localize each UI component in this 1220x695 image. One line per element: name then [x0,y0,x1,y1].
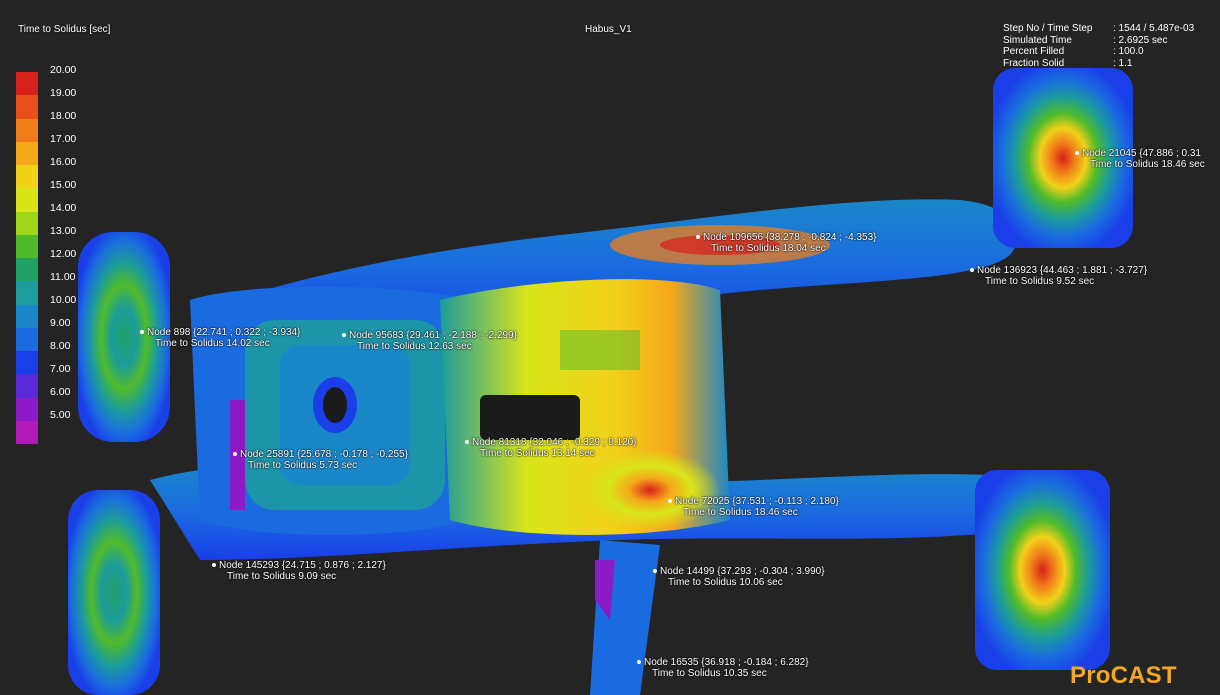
legend-label: 15.00 [50,179,77,191]
node-probe-145293[interactable]: Node 145293 {24.715 ; 0.876 ; 2.127} Tim… [212,560,386,582]
legend-label: 16.00 [50,156,77,168]
legend-swatch [16,95,38,119]
legend-swatch [16,420,38,445]
node-probe-136923[interactable]: Node 136923 {44.463 ; 1.881 ; -3.727} Ti… [970,265,1148,287]
probe-dot-icon [653,569,657,573]
node-probe-16535[interactable]: Node 16535 {36.918 ; -0.184 ; 6.282} Tim… [637,657,809,679]
procast-logo: ProCAST [1070,662,1177,689]
legend-swatch [16,258,38,282]
node-id: Node 16535 {36.918 ; -0.184 ; 6.282} [644,657,809,668]
simulation-info-panel: Step No / Time Step : 1544 / 5.487e-03 S… [1003,23,1194,69]
node-time: Time to Solidus 10.06 sec [668,577,783,588]
node-probe-14499[interactable]: Node 14499 {37.293 ; -0.304 ; 3.990} Tim… [653,566,825,588]
probe-dot-icon [342,333,346,337]
node-time: Time to Solidus 14.02 sec [155,338,270,349]
legend-label: 20.00 [50,64,77,76]
legend-label: 5.00 [50,409,71,421]
node-time: Time to Solidus 10.35 sec [652,668,767,679]
probe-dot-icon [1075,151,1079,155]
legend-label: 6.00 [50,386,71,398]
legend-label: 8.00 [50,340,71,352]
node-time: Time to Solidus 9.52 sec [985,276,1095,287]
legend-swatch [16,118,38,142]
node-probe-81318[interactable]: Node 81318 {32.046 ; -0.329 ; 0.120} Tim… [465,437,637,459]
node-probe-25891[interactable]: Node 25891 {25.678 ; -0.178 ; -0.255} Ti… [233,449,408,471]
probe-dot-icon [233,452,237,456]
legend-swatch [16,374,38,398]
node-id: Node 145293 {24.715 ; 0.876 ; 2.127} [219,560,386,571]
legend-swatch [16,211,38,235]
legend-label: 12.00 [50,248,77,260]
legend-label: 10.00 [50,294,77,306]
legend-label: 9.00 [50,317,71,329]
legend-swatch [16,141,38,166]
info-key: Simulated Time [1003,34,1072,46]
node-time: Time to Solidus 18.46 sec [683,507,798,518]
probe-dot-icon [465,440,469,444]
legend-swatch [16,327,38,352]
node-probe-95683[interactable]: Node 95683 {29.461 ; -2.188 ; -2.299} Ti… [342,330,517,352]
legend-swatch [16,72,38,96]
info-key: Fraction Solid [1003,57,1065,69]
legend-swatch [16,397,38,421]
legend-swatch [16,165,38,189]
node-time: Time to Solidus 18.04 sec [711,243,826,254]
node-time: Time to Solidus 5.73 sec [248,460,358,471]
legend-label: 17.00 [50,133,77,145]
probe-dot-icon [696,235,700,239]
probe-dot-icon [637,660,641,664]
probe-dot-icon [140,330,144,334]
node-probe-109656[interactable]: Node 109656 {38.278 ; -0.824 ; -4.353} T… [696,232,877,254]
node-id: Node 109656 {38.278 ; -0.824 ; -4.353} [703,232,877,243]
simulation-title: Habus_V1 [585,24,632,35]
node-time: Time to Solidus 12.63 sec [357,341,472,352]
info-row-fraction-solid: Fraction Solid : 1.1 [1003,58,1194,70]
info-value: : 1544 / 5.487e-03 [1113,23,1195,34]
node-id: Node 72025 {37.531 ; -0.113 ; 2.180} [675,496,839,507]
legend-color-bar [16,72,38,445]
node-time: Time to Solidus 18.46 sec [1090,159,1205,170]
node-probe-72025[interactable]: Node 72025 {37.531 ; -0.113 ; 2.180} Tim… [668,496,839,518]
info-value: : 1.1 [1113,57,1133,69]
node-id: Node 136923 {44.463 ; 1.881 ; -3.727} [977,265,1148,276]
legend-swatch [16,234,38,259]
info-key: Step No / Time Step [1003,23,1093,34]
node-time: Time to Solidus 13.14 sec [480,448,595,459]
probe-dot-icon [212,563,216,567]
node-id: Node 81318 {32.046 ; -0.329 ; 0.120} [472,437,637,448]
node-time: Time to Solidus 9.09 sec [227,571,337,582]
node-id: Node 21045 {47.886 ; 0.31 [1082,148,1201,159]
node-id: Node 14499 {37.293 ; -0.304 ; 3.990} [660,566,825,577]
probe-dot-icon [668,499,672,503]
info-row-step: Step No / Time Step : 1544 / 5.487e-03 [1003,23,1194,35]
legend-swatch [16,304,38,328]
node-probe-898[interactable]: Node 898 {22.741 ; 0.322 ; -3.934} Time … [140,327,301,349]
legend-swatch [16,281,38,305]
legend-label: 19.00 [50,87,77,99]
legend-label: 13.00 [50,225,77,237]
probe-dot-icon [970,268,974,272]
info-row-simulated-time: Simulated Time : 2.6925 sec [1003,35,1194,47]
legend-title: Time to Solidus [sec] [18,24,111,35]
legend-swatch [16,351,38,375]
legend-label: 18.00 [50,110,77,122]
node-id: Node 95683 {29.461 ; -2.188 ; -2.299} [349,330,517,341]
legend-swatch [16,188,38,212]
node-id: Node 898 {22.741 ; 0.322 ; -3.934} [147,327,301,338]
legend-label: 11.00 [50,271,76,283]
node-probe-21045[interactable]: Node 21045 {47.886 ; 0.31 Time to Solidu… [1075,148,1205,170]
legend-label: 14.00 [50,202,77,214]
info-value: : 2.6925 sec [1113,34,1168,46]
node-id: Node 25891 {25.678 ; -0.178 ; -0.255} [240,449,408,460]
info-value: : 100.0 [1113,46,1144,57]
info-row-percent-filled: Percent Filled : 100.0 [1003,46,1194,58]
legend-label: 7.00 [50,363,71,375]
info-key: Percent Filled [1003,46,1065,57]
